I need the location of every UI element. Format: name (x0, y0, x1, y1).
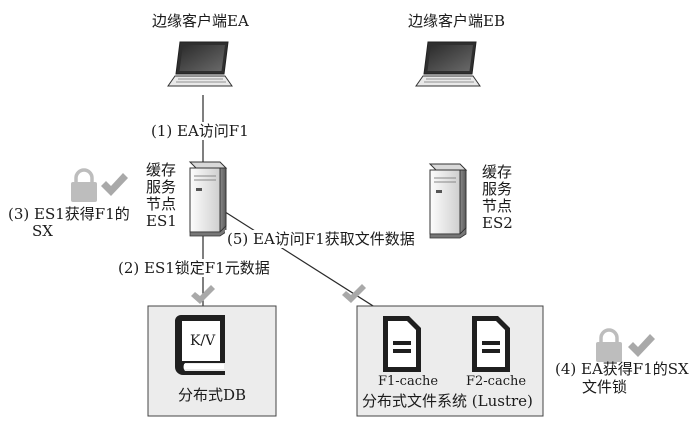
step-3-label-line2: SX (32, 222, 53, 240)
checkmark-icon (101, 173, 128, 196)
document-icon (383, 316, 421, 372)
lock-icon (71, 168, 97, 202)
document-icon (472, 316, 510, 372)
es2-label-line: 服务 (482, 180, 513, 198)
es2-label: 缓存 服务 节点 ES2 (482, 164, 513, 232)
checkmark-icon (342, 284, 366, 303)
es1-label-line: 缓存 (146, 161, 177, 179)
file-f2-label: F2-cache (466, 374, 527, 389)
es1-label-line: 服务 (146, 178, 177, 196)
lock-icon (596, 328, 622, 362)
server-icon (188, 161, 228, 237)
es1-label-line: 节点 (146, 195, 177, 213)
checkmark-icon (191, 285, 215, 304)
laptop-icon (167, 41, 233, 87)
server-icon (428, 163, 468, 239)
es2-label-line: 节点 (482, 197, 513, 215)
checkmark-icon (628, 334, 655, 357)
step-3-label-line1: (3) ES1获得F1的 (8, 205, 130, 223)
step-1-label: (1) EA访问F1 (149, 122, 251, 140)
file-f1-label: F1-cache (378, 374, 439, 389)
es2-label-line: 缓存 (482, 163, 513, 181)
line-es1-to-fs (221, 209, 393, 319)
step-5-label: (5) EA访问F1获取文件数据 (225, 230, 417, 248)
db-title: 分布式DB (178, 386, 247, 404)
step-2-label: (2) ES1锁定F1元数据 (116, 259, 272, 277)
book-label: K/V (190, 333, 216, 349)
step-4-label-line1: (4) EA获得F1的SX (555, 360, 689, 378)
book-icon (175, 315, 225, 375)
es2-label-line: ES2 (482, 214, 513, 232)
client-ea-label: 边缘客户端EA (152, 12, 249, 30)
client-eb-label: 边缘客户端EB (408, 12, 505, 30)
es1-label-line: ES1 (146, 212, 177, 230)
step-4-label-line2: 文件锁 (582, 378, 628, 396)
fs-title: 分布式文件系统 (Lustre) (362, 392, 533, 410)
es1-label: 缓存 服务 节点 ES1 (146, 162, 177, 230)
laptop-icon (415, 41, 481, 87)
